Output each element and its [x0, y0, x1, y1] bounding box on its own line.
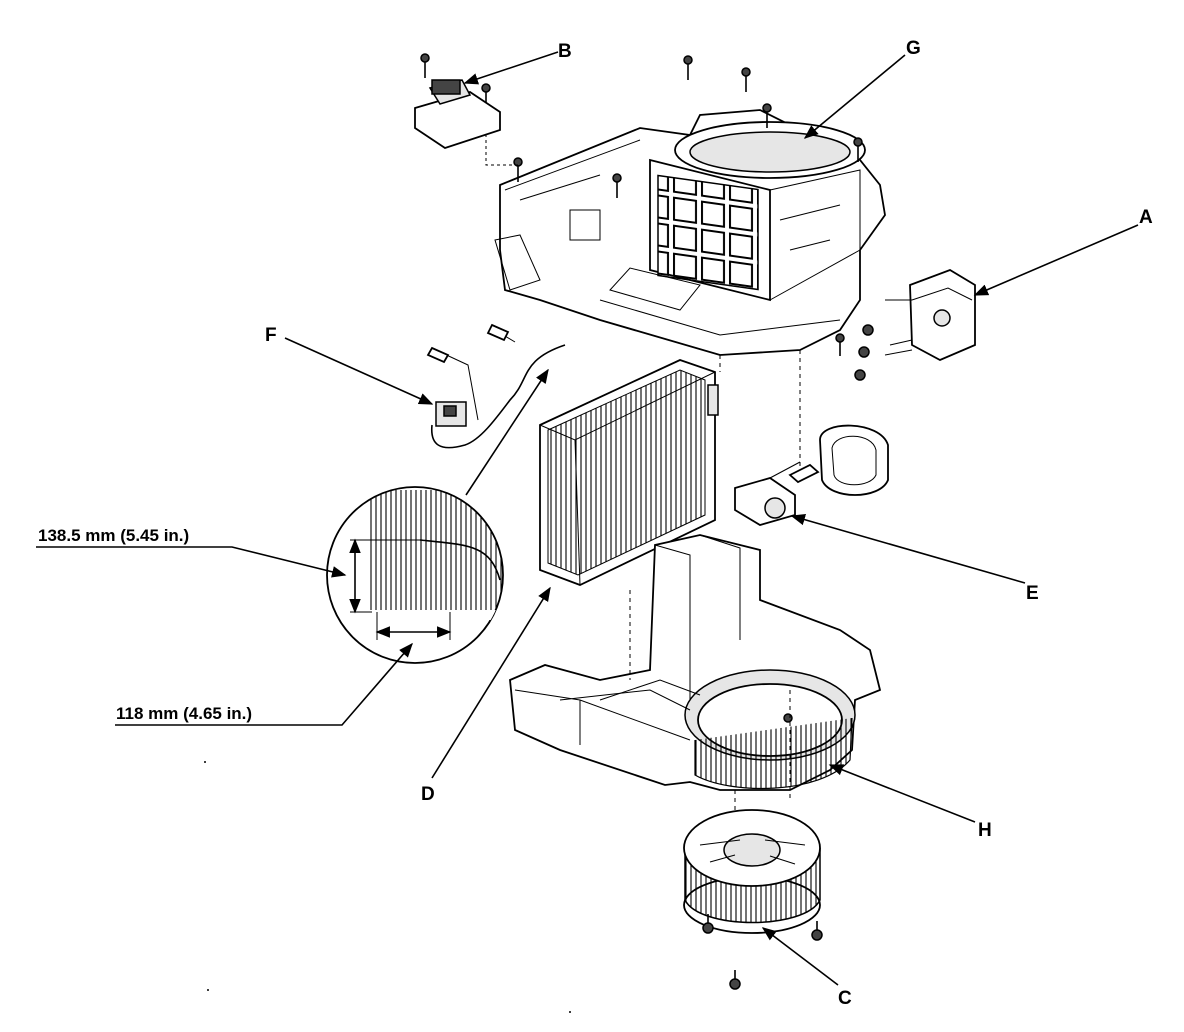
callout-h: H — [978, 820, 992, 841]
screw-icons-upper — [420, 53, 863, 356]
part-c-blower-motor — [683, 809, 821, 934]
screw-icons-a — [854, 324, 874, 381]
lower-blower-case — [509, 534, 882, 791]
callout-g: G — [906, 38, 921, 59]
dimension-width-label: 118 mm (4.65 in.) — [116, 704, 252, 723]
callout-e: E — [1026, 583, 1039, 604]
part-e-expansion-valve — [734, 461, 820, 526]
part-f-sensor — [426, 323, 566, 449]
callout-d: D — [421, 784, 435, 805]
upper-case — [494, 109, 886, 356]
screw-icons-c — [702, 914, 823, 990]
leader-lines — [36, 51, 1139, 986]
callout-f: F — [265, 325, 277, 346]
callout-b: B — [558, 41, 572, 62]
callout-a: A — [1139, 207, 1153, 228]
evaporator-core — [539, 359, 719, 586]
magnifier-inset — [326, 486, 504, 664]
part-a-actuator — [884, 269, 976, 361]
o-ring-gasket — [819, 424, 889, 496]
callout-c: C — [838, 988, 852, 1009]
part-b-resistor — [414, 79, 501, 149]
dimension-height-label: 138.5 mm (5.45 in.) — [38, 526, 189, 545]
